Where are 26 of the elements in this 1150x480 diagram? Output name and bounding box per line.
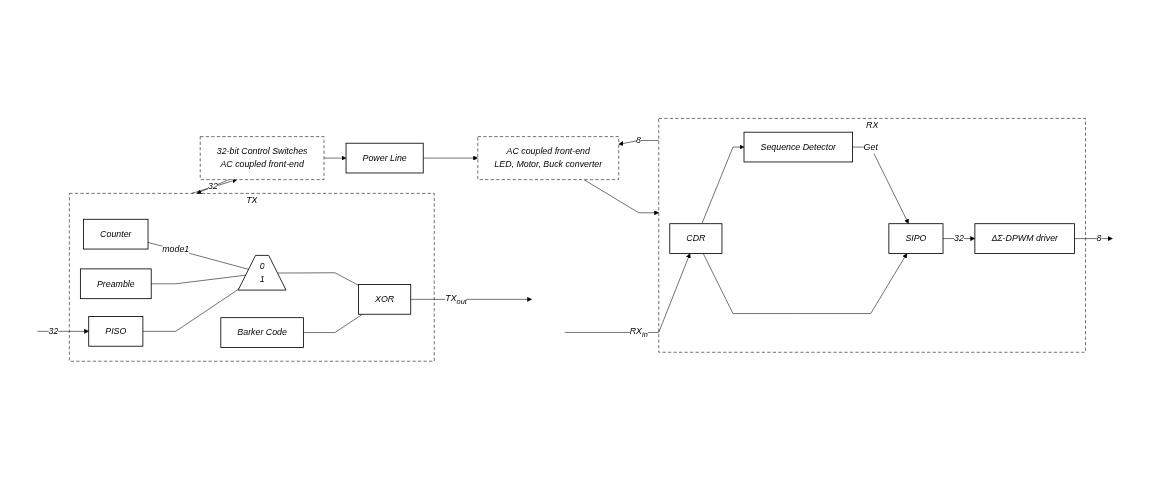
node-box: Counter (83, 219, 149, 250)
node-box: Sequence Detector (743, 131, 853, 163)
edge-label: 32 (208, 181, 218, 192)
node-box: ΔΣ-DPWM driver (974, 223, 1075, 255)
edge-label: RX$_{in}$ (629, 326, 648, 339)
node-box: Barker Code (220, 317, 304, 349)
node-box: AC coupled front-end LED, Motor, Buck converter (477, 136, 619, 181)
node-box: 32-bit Control Switches AC coupled front-end (199, 136, 325, 181)
node-box: SIPO (888, 223, 944, 255)
node-box: CDR (669, 223, 723, 255)
node-box: Power Line (345, 142, 424, 174)
connector (303, 314, 363, 333)
edge-label: Get (863, 142, 878, 152)
edge-label: 32 (954, 233, 964, 244)
node-box: Preamble (79, 268, 152, 300)
edge-label: mode1 (162, 244, 190, 255)
connector (147, 242, 250, 270)
connector (142, 288, 240, 332)
edge-label: 8 (1096, 233, 1102, 244)
connector (277, 272, 359, 286)
edge-label: TX$_{out}$ (445, 293, 467, 306)
connector (150, 275, 247, 285)
node-box: PISO (88, 316, 144, 347)
edge-label: 8 (636, 135, 641, 146)
node-box: XOR (358, 284, 412, 315)
edge-label: 32 (48, 326, 59, 336)
